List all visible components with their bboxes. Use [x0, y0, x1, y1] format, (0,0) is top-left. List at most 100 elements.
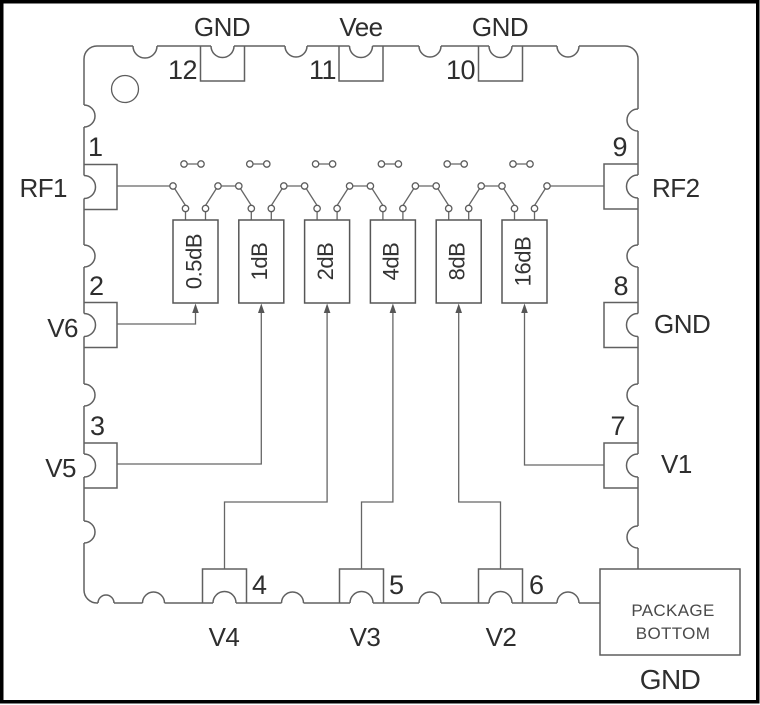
pin-2-pad [84, 301, 118, 349]
attenuator-label: 8dB [445, 243, 470, 281]
arrow-up-icon [455, 303, 462, 313]
attenuator-terminal-icon [510, 204, 519, 213]
pin-3-pad [84, 442, 118, 489]
control-line-v3 [360, 306, 394, 569]
arrow-up-icon [323, 303, 331, 313]
pin-8-number: 8 [614, 271, 628, 301]
pin-4-number: 4 [252, 570, 267, 600]
switch-contacts [169, 160, 551, 213]
attenuator-label: 4dB [379, 243, 404, 281]
pin-1-pad [84, 163, 118, 211]
bypass-contact-icon [328, 160, 337, 168]
attenuator-block-2db [303, 219, 351, 304]
attenuator-terminal-icon [267, 204, 276, 213]
attenuator-block-8db [435, 219, 482, 304]
attenuator-terminal-icon [247, 204, 256, 213]
package-outline [83, 45, 639, 604]
pin-12-label: GND [194, 12, 250, 42]
package-bottom-line1: PACKAGE [631, 601, 714, 620]
bypass-contact-icon [197, 160, 205, 168]
switch-pivot-icon [300, 182, 309, 190]
switch-pivot-icon [543, 182, 551, 190]
pin-numbers: 1 2 3 4 5 6 7 8 9 10 11 12 [88, 55, 629, 600]
control-line-v1 [523, 306, 604, 466]
attenuator-block-4db [369, 219, 417, 304]
bypass-contact-icon [377, 160, 386, 168]
control-line-v2 [458, 306, 502, 569]
pin-8-label: GND [654, 309, 710, 339]
switch-pivot-icon [345, 182, 354, 190]
pin-10-number: 10 [446, 55, 475, 85]
control-line-v5 [117, 306, 262, 465]
pin-10-pad [477, 46, 524, 82]
attenuator-terminal-icon [181, 204, 190, 213]
pin-10-label: GND [472, 12, 528, 42]
attenuator-terminal-icon [379, 204, 387, 213]
attenuator-label: 2dB [313, 243, 338, 281]
switch-pivot-icon [411, 182, 420, 190]
attenuator-label: 0.5dB [181, 234, 206, 289]
switch-pivot-icon [234, 182, 243, 190]
pin-7-number: 7 [611, 411, 625, 441]
pin-1-label: RF1 [19, 173, 67, 203]
switch-pivot-icon [279, 182, 288, 190]
pin-3-label: V5 [45, 453, 76, 483]
attenuator-terminal-icon [444, 204, 453, 213]
pin-11-number: 11 [309, 55, 336, 85]
arrow-up-icon [521, 303, 528, 313]
control-lines [117, 303, 604, 569]
attenuator-terminal-icon [464, 204, 473, 213]
bypass-contact-icon [509, 160, 517, 168]
arrow-up-icon [258, 303, 265, 313]
bypass-contact-icon [311, 160, 320, 168]
attenuator-terminal-icon [313, 204, 321, 213]
attenuator-label: 16dB [510, 237, 535, 287]
attenuator-stubs [184, 208, 536, 220]
pin-labels: RF1 V6 V5 V4 V3 V2 V1 GND RF2 GND Vee GN… [19, 12, 710, 652]
bypass-contact-icon [460, 160, 469, 168]
pin-6-label: V2 [486, 622, 517, 652]
pin-3-number: 3 [90, 411, 104, 441]
bypass-contact-icon [394, 160, 403, 168]
pin-2-number: 2 [89, 271, 103, 301]
pin1-marker-icon [110, 74, 140, 104]
pin-1-number: 1 [88, 132, 102, 162]
attenuator-terminal-icon [530, 204, 539, 213]
switch-pivot-icon [366, 182, 375, 190]
bypass-contact-icon [262, 160, 271, 168]
pin-8-pad [603, 301, 638, 349]
pin-7-label: V1 [661, 449, 692, 479]
pin-9-number: 9 [613, 132, 627, 162]
pin-9-label: RF2 [652, 173, 700, 203]
edge-notches [83, 45, 639, 604]
bypass-contact-icon [180, 160, 188, 168]
attenuator-terminal-icon [201, 204, 210, 213]
switch-pivot-icon [432, 182, 441, 190]
attenuator-blocks: 0.5dB 1dB 2dB 4dB 8dB 16dB [172, 219, 548, 304]
pin-5-label: V3 [350, 622, 381, 652]
attenuator-block-1db [238, 219, 285, 304]
pin-4-label: V4 [209, 622, 240, 652]
attenuator-block-0_5db [172, 219, 219, 304]
control-line-v4 [223, 306, 328, 569]
bypass-contact-icon [443, 160, 452, 168]
attenuator-label: 1dB [247, 243, 272, 281]
switch-pivot-icon [498, 182, 506, 190]
attenuator-block-16db [501, 219, 548, 304]
attenuator-terminal-icon [399, 204, 407, 213]
bypass-contact-icon [245, 160, 254, 168]
control-line-v6 [117, 306, 197, 325]
package-bottom-gnd-label: GND [640, 664, 701, 695]
pin-12-pad [199, 46, 246, 82]
attenuator-terminal-icon [333, 204, 341, 213]
pin-11-label: Vee [339, 12, 382, 42]
package-bottom-note: PACKAGE BOTTOM GND [599, 568, 741, 695]
pin-2-label: V6 [47, 313, 78, 343]
bypass-contact-icon [526, 160, 534, 168]
rf-switch-network [117, 163, 604, 220]
switch-pivot-icon [477, 182, 486, 190]
switch-pivot-icon [214, 182, 222, 190]
